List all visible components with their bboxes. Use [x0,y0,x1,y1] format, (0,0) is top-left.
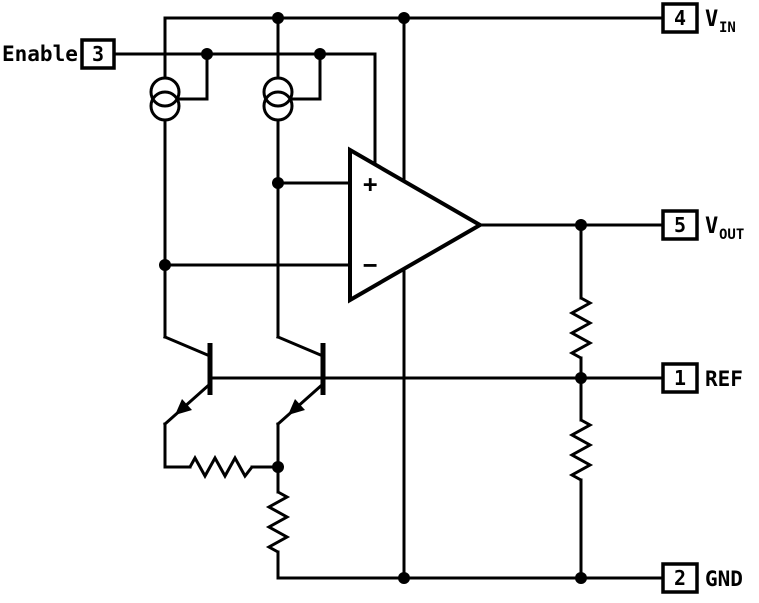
pin-enable-number: 3 [92,42,104,66]
pin-vin-label-sub: IN [719,20,736,36]
pin-gnd: 2 GND [661,562,743,594]
pin-vout: 5 V OUT [661,209,744,243]
transistor-right-collector [276,335,325,358]
pin-ref-box [661,362,699,394]
wires [112,16,665,580]
current-source-right [262,76,294,122]
transistor-left-emitter [162,381,213,427]
left-emitter-wire [163,422,280,469]
enable-stub-left [175,52,209,101]
pin-gnd-label: GND [705,567,743,591]
pin-ref-number: 1 [674,366,686,390]
transistor-right-emitter-arrow [288,399,305,415]
transistor-left-collector [163,335,212,358]
amplifier-plus-label: + [363,170,377,198]
pin-enable-label: Enable [2,42,78,66]
pin-ref-label: REF [705,367,743,391]
pin-vin-label: V [705,7,718,32]
pin-vout-label: V [705,214,718,239]
transistor-right-emitter [275,381,326,427]
amplifier-minus-label: − [363,251,377,279]
junction-dots [159,12,587,584]
resistor-emitter-horizontal [188,454,254,480]
pin-enable: Enable 3 [2,38,116,70]
pin-vin-number: 4 [674,6,686,30]
pin-gnd-box [661,562,699,594]
pin-enable-box [80,38,116,70]
pin-gnd-number: 2 [674,566,686,590]
enable-stub-right [288,52,322,101]
pin-vout-label-sub: OUT [719,227,744,243]
resistor-top-divider [568,296,594,360]
pin-vout-box [661,209,699,241]
resistor-bottom-divider [568,418,594,482]
pin-vin-box [661,2,699,34]
resistor-emitter-vertical [265,490,291,554]
error-amplifier-triangle [348,146,485,304]
pin-vout-number: 5 [674,213,686,237]
pin-ref: 1 REF [661,362,743,394]
error-amplifier: + − [348,146,485,304]
transistor-left-emitter-arrow [175,399,192,415]
pin-vin: 4 V IN [661,2,736,36]
transistor-left [162,335,213,427]
current-source-left [149,76,181,122]
transistor-right [275,335,326,427]
